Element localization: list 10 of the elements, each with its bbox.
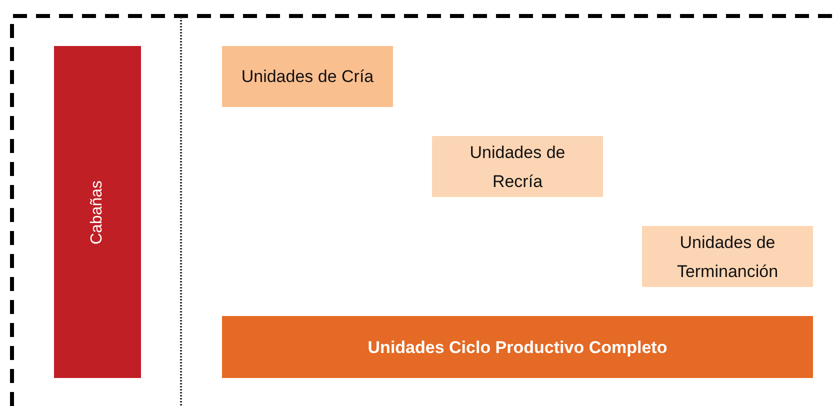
box-label: Unidades de Recría [468,142,566,192]
box-label: Unidades Ciclo Productivo Completo [368,336,668,358]
box-label: Unidades de Cría [240,66,375,88]
vertical-bar [54,46,141,378]
process-box [642,226,813,287]
box-label: Unidades de Terminanción [676,232,780,282]
process-box [432,136,603,197]
wide-bar [222,316,813,378]
box-label: Cabañas [88,180,107,244]
process-box [222,46,393,107]
